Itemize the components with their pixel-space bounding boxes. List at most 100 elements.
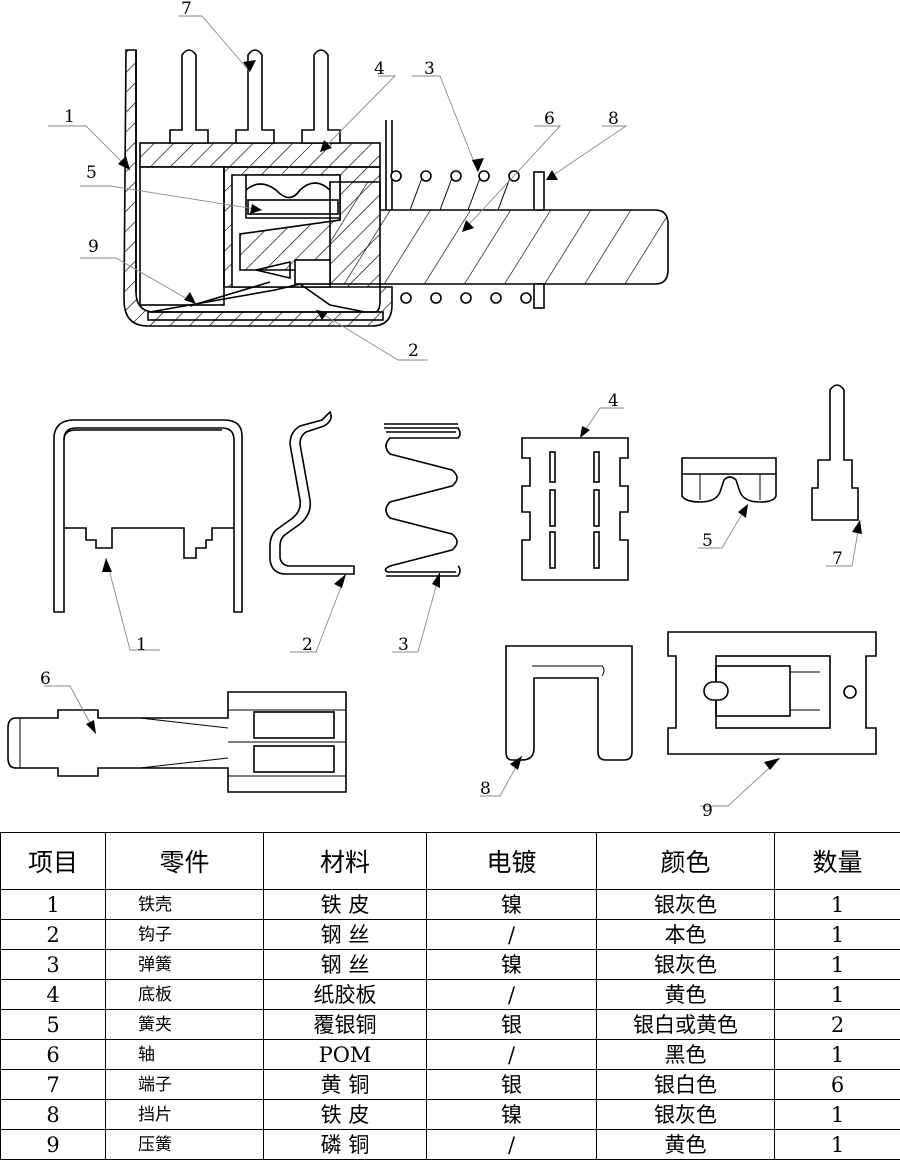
base-board [139, 142, 381, 168]
cell-quantity: 1 [774, 1039, 900, 1070]
cell-part: 钩子 [105, 919, 264, 950]
cell-material: 覆银铜 [263, 1009, 427, 1040]
table-row: 6 轴 POM / 黑色 1 [0, 1039, 900, 1070]
cell-part: 底板 [105, 979, 264, 1010]
header-color: 颜色 [596, 832, 775, 890]
part-spring-clip: 5 [681, 457, 777, 551]
cell-plating: / [426, 1039, 597, 1070]
cell-part: 弹簧 [105, 949, 264, 980]
cell-material: 钢 丝 [263, 919, 427, 950]
part-label-4: 4 [608, 391, 619, 411]
cell-material: 铁 皮 [263, 1099, 427, 1130]
cell-item-no: 7 [0, 1069, 106, 1100]
part-hook: 2 [269, 410, 355, 655]
cell-item-no: 5 [0, 1009, 106, 1040]
part-base-board: 4 [521, 391, 629, 581]
cell-color: 银白色 [596, 1069, 775, 1100]
cell-material: 铁 皮 [263, 889, 427, 920]
cell-quantity: 6 [774, 1069, 900, 1100]
switch-assembly-drawing: 7 4 3 6 8 1 5 9 2 1 2 3 [7, 0, 877, 821]
part-shaft: 6 [7, 669, 347, 793]
callout-7: 7 [181, 0, 192, 19]
cell-color: 黄色 [596, 979, 775, 1010]
cell-item-no: 4 [0, 979, 106, 1010]
stop-plate [533, 171, 545, 211]
table-row: 3 弹簧 钢 丝 镍 银灰色 1 [0, 949, 900, 980]
cell-color: 银灰色 [596, 889, 775, 920]
part-label-6: 6 [40, 669, 51, 689]
cell-plating: 银 [426, 1009, 597, 1040]
cell-item-no: 3 [0, 949, 106, 980]
table-row: 8 挡片 铁 皮 镍 银灰色 1 [0, 1099, 900, 1130]
terminals [169, 49, 341, 144]
cell-quantity: 1 [774, 979, 900, 1010]
part-label-9: 9 [702, 801, 713, 821]
part-spring: 3 [384, 423, 461, 655]
cell-quantity: 2 [774, 1009, 900, 1040]
callout-5: 5 [86, 163, 97, 183]
cell-part: 簧夹 [105, 1009, 264, 1040]
callout-1: 1 [64, 107, 75, 127]
cell-color: 黑色 [596, 1039, 775, 1070]
cell-quantity: 1 [774, 1129, 900, 1160]
bill-of-materials-table: 项目 零件 材料 电镀 颜色 数量 1 铁壳 铁 皮 镍 银灰色 1 2 钩子 … [0, 832, 900, 1160]
cell-plating: 镍 [426, 949, 597, 980]
cell-plating: 银 [426, 1069, 597, 1100]
cell-color: 银灰色 [596, 949, 775, 980]
table-row: 7 端子 黄 铜 银 银白色 6 [0, 1069, 900, 1100]
header-plating: 电镀 [426, 832, 597, 890]
cell-color: 本色 [596, 919, 775, 950]
part-label-1: 1 [136, 635, 147, 655]
cell-item-no: 2 [0, 919, 106, 950]
header-part: 零件 [105, 832, 264, 890]
table-row: 9 压簧 磷 铜 / 黄色 1 [0, 1129, 900, 1160]
cell-plating: / [426, 979, 597, 1010]
callout-4: 4 [374, 59, 385, 79]
table-row: 4 底板 纸胶板 / 黄色 1 [0, 979, 900, 1010]
cell-plating: / [426, 919, 597, 950]
part-shell: 1 [53, 419, 243, 655]
cell-quantity: 1 [774, 1099, 900, 1130]
callout-6: 6 [544, 109, 555, 129]
cell-color: 黄色 [596, 1129, 775, 1160]
cell-item-no: 9 [0, 1129, 106, 1160]
cell-material: 黄 铜 [263, 1069, 427, 1100]
cell-part: 压簧 [105, 1129, 264, 1160]
callout-2: 2 [408, 341, 419, 361]
cell-plating: 镍 [426, 889, 597, 920]
part-pressure-spring: 9 [667, 631, 877, 821]
cell-color: 银白或黄色 [596, 1009, 775, 1040]
cell-item-no: 8 [0, 1099, 106, 1130]
cell-color: 银灰色 [596, 1099, 775, 1130]
callout-8: 8 [608, 109, 619, 129]
cell-material: POM [263, 1039, 427, 1070]
part-label-5: 5 [702, 531, 713, 551]
callout-9: 9 [88, 237, 99, 257]
header-material: 材料 [263, 832, 427, 890]
cell-quantity: 1 [774, 889, 900, 920]
part-terminal: 7 [811, 384, 862, 569]
part-label-8: 8 [480, 779, 491, 799]
header-item-no: 项目 [0, 832, 106, 890]
part-label-7: 7 [832, 549, 843, 569]
assembly-section-view [123, 49, 669, 327]
cell-quantity: 1 [774, 949, 900, 980]
table-header-row: 项目 零件 材料 电镀 颜色 数量 [0, 832, 900, 890]
callout-3: 3 [424, 59, 435, 79]
shaft [329, 181, 669, 285]
cell-material: 纸胶板 [263, 979, 427, 1010]
cell-part: 挡片 [105, 1099, 264, 1130]
table-row: 2 钩子 钢 丝 / 本色 1 [0, 919, 900, 950]
header-quantity: 数量 [774, 832, 900, 890]
cell-item-no: 6 [0, 1039, 106, 1070]
table-row: 1 铁壳 铁 皮 镍 银灰色 1 [0, 889, 900, 920]
assembly-callouts: 7 4 3 6 8 1 5 9 2 [48, 0, 628, 361]
cell-plating: 镍 [426, 1099, 597, 1130]
coil-spring [385, 120, 532, 304]
cell-material: 磷 铜 [263, 1129, 427, 1160]
part-stop-plate: 8 [480, 645, 633, 799]
cell-material: 钢 丝 [263, 949, 427, 980]
table-row: 5 簧夹 覆银铜 银 银白或黄色 2 [0, 1009, 900, 1040]
cell-part: 铁壳 [105, 889, 264, 920]
cell-part: 轴 [105, 1039, 264, 1070]
